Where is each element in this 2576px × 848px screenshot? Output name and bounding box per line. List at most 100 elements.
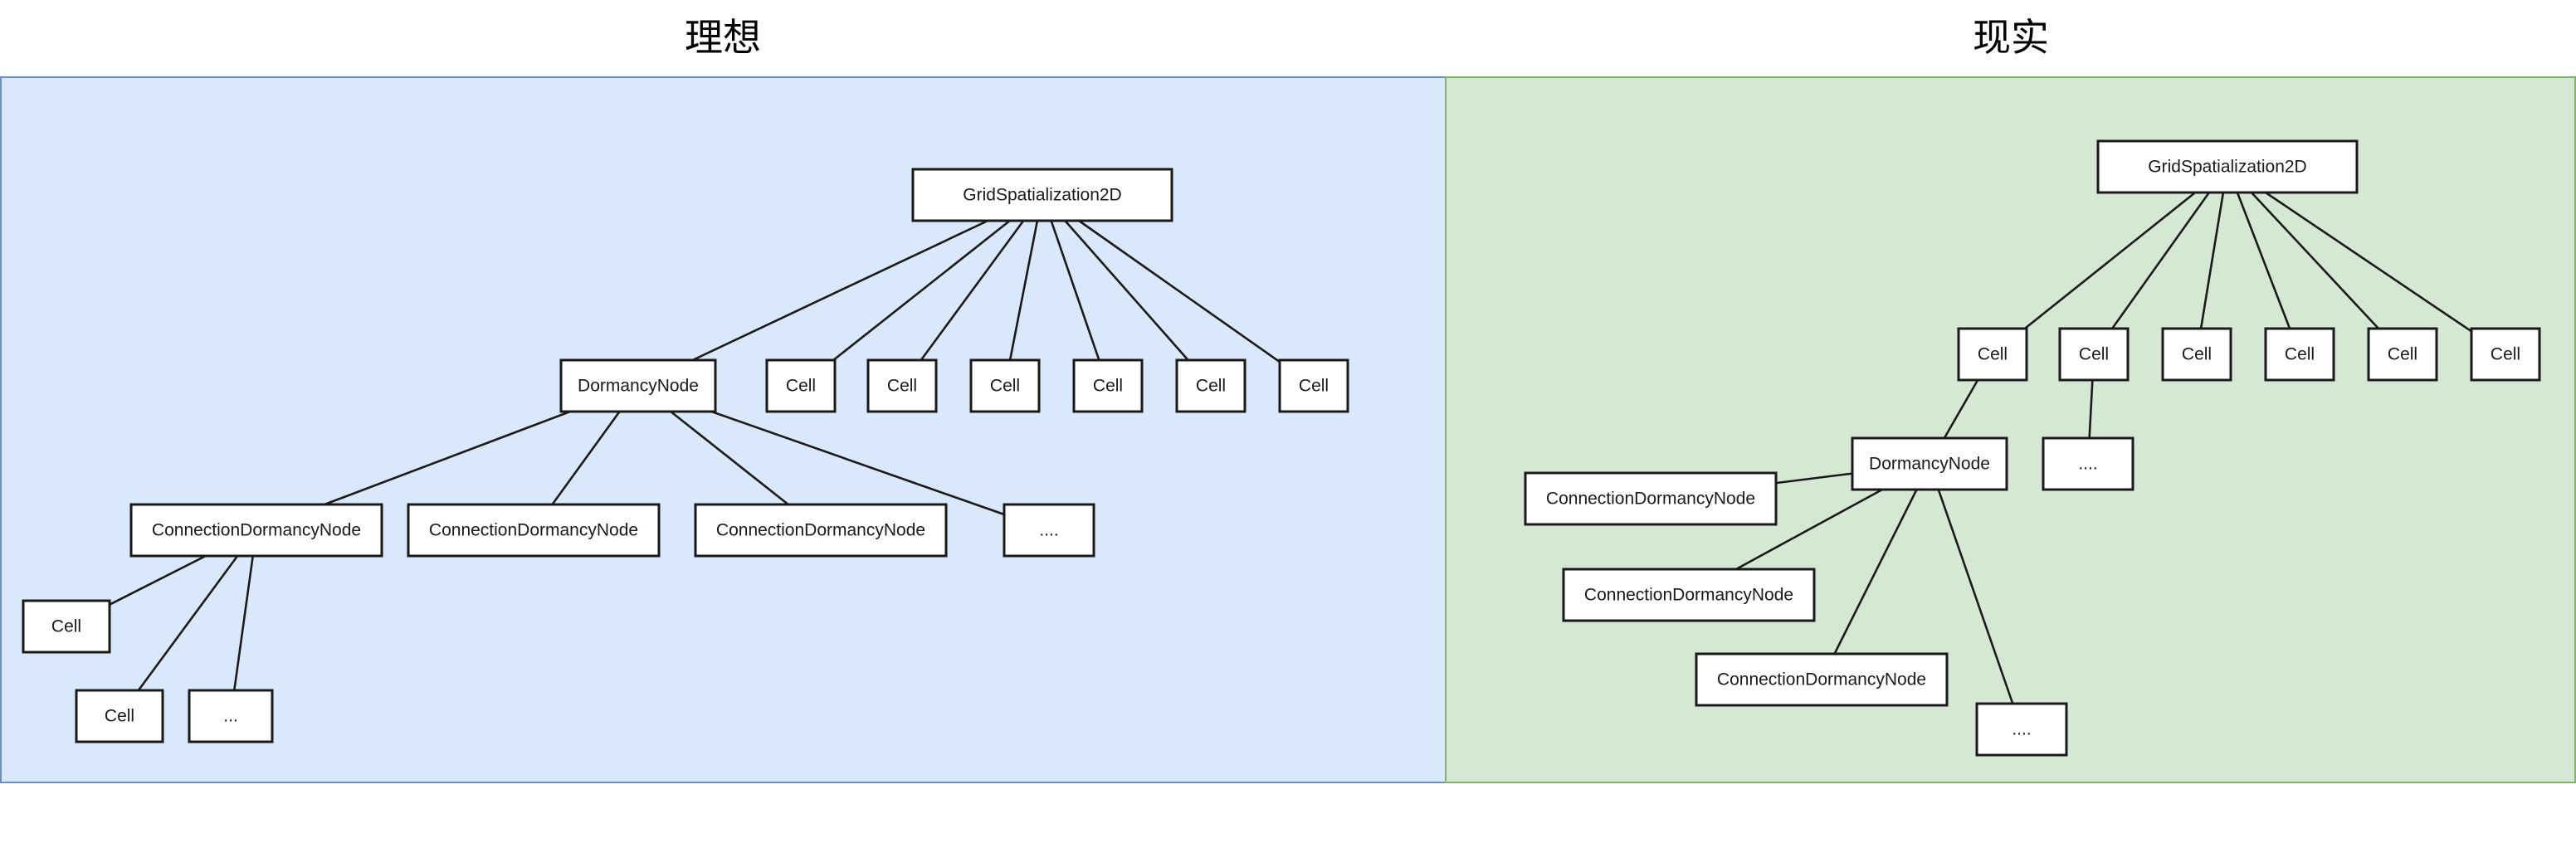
node-r-cdn3[interactable]: ConnectionDormancyNode [1695, 652, 1949, 707]
tree-edge [920, 220, 1025, 361]
node-box[interactable] [22, 599, 111, 654]
tree-edge [551, 411, 621, 505]
node-r-cdn1[interactable]: ConnectionDormancyNode [1524, 471, 1778, 526]
node-label: DormancyNode [578, 377, 699, 396]
node-box[interactable] [1278, 358, 1349, 413]
node-label: ConnectionDormancyNode [1584, 586, 1793, 605]
node-box[interactable] [1562, 568, 1816, 622]
node-box[interactable] [969, 358, 1041, 413]
tree-edge [324, 410, 571, 506]
node-box[interactable] [911, 168, 1173, 222]
tree-edge [1833, 489, 1918, 655]
node-box[interactable] [1851, 436, 2008, 491]
node-box[interactable] [2096, 139, 2359, 194]
tree-edge [2111, 192, 2210, 329]
node-box[interactable] [559, 358, 717, 413]
node-l-cdn3[interactable]: ConnectionDormancyNode [694, 503, 948, 558]
node-box[interactable] [1175, 358, 1247, 413]
node-box[interactable] [2042, 436, 2134, 491]
node-box[interactable] [2367, 327, 2438, 382]
node-label: Cell [1093, 377, 1123, 396]
left-panel-title: 理想 [685, 15, 761, 60]
node-r-c2[interactable]: Cell [2058, 327, 2130, 382]
node-label: ConnectionDormancyNode [716, 521, 925, 540]
node-label: DormancyNode [1869, 455, 1990, 474]
node-l-dn[interactable]: DormancyNode [559, 358, 717, 413]
node-box[interactable] [1695, 652, 1949, 707]
node-r-dots2[interactable]: .... [1975, 702, 2068, 757]
node-r-root[interactable]: GridSpatialization2D [2096, 139, 2359, 194]
tree-edge [692, 219, 988, 362]
node-l-cc2[interactable]: Cell [75, 689, 164, 743]
tree-edge [1008, 220, 1039, 361]
node-r-c1[interactable]: Cell [1957, 327, 2028, 382]
node-label: Cell [786, 377, 816, 396]
node-box[interactable] [2058, 327, 2130, 382]
node-label: ConnectionDormancyNode [1546, 490, 1755, 509]
node-label: Cell [105, 707, 134, 726]
node-label: Cell [1196, 377, 1226, 396]
node-label: .... [1039, 521, 1058, 540]
right-panel-background [1445, 76, 2576, 783]
tree-edge [2250, 192, 2380, 329]
node-l-c6[interactable]: Cell [1278, 358, 1349, 413]
node-l-cdn2[interactable]: ConnectionDormancyNode [407, 503, 661, 558]
node-box[interactable] [765, 358, 837, 413]
node-r-c3[interactable]: Cell [2161, 327, 2232, 382]
node-label: Cell [51, 617, 81, 636]
node-r-c6[interactable]: Cell [2470, 327, 2541, 382]
node-r-cdn2[interactable]: ConnectionDormancyNode [1562, 568, 1816, 622]
node-box[interactable] [75, 689, 164, 743]
node-r-c5[interactable]: Cell [2367, 327, 2438, 382]
node-box[interactable] [129, 503, 383, 558]
node-l-cdn1[interactable]: ConnectionDormancyNode [129, 503, 383, 558]
node-l-c5[interactable]: Cell [1175, 358, 1247, 413]
node-box[interactable] [188, 689, 274, 743]
node-label: Cell [2388, 345, 2417, 364]
node-label: Cell [1299, 377, 1329, 396]
node-l-c1[interactable]: Cell [765, 358, 837, 413]
node-box[interactable] [2470, 327, 2541, 382]
node-box[interactable] [1072, 358, 1144, 413]
node-l-c3[interactable]: Cell [969, 358, 1041, 413]
node-box[interactable] [1524, 471, 1778, 526]
node-box[interactable] [1975, 702, 2068, 757]
node-label: Cell [2079, 345, 2109, 364]
node-box[interactable] [407, 503, 661, 558]
tree-edge [1064, 220, 1189, 361]
node-r-dots1[interactable]: .... [2042, 436, 2134, 491]
node-l-c2[interactable]: Cell [866, 358, 938, 413]
node-r-dn[interactable]: DormancyNode [1851, 436, 2008, 491]
node-label: Cell [1978, 345, 2008, 364]
node-l-cc1[interactable]: Cell [22, 599, 111, 654]
node-box[interactable] [866, 358, 938, 413]
node-box[interactable] [694, 503, 948, 558]
edge-layer [109, 191, 2472, 704]
node-box[interactable] [2264, 327, 2335, 382]
node-r-c4[interactable]: Cell [2264, 327, 2335, 382]
tree-edge [2088, 379, 2094, 439]
tree-edge [137, 555, 239, 691]
node-label: .... [2078, 455, 2097, 474]
tree-edge [2265, 191, 2472, 333]
node-l-c4[interactable]: Cell [1072, 358, 1144, 413]
node-label: Cell [2491, 345, 2520, 364]
node-label: Cell [990, 377, 1020, 396]
node-box[interactable] [1003, 503, 1095, 558]
tree-edge [832, 219, 1011, 362]
tree-edge [1078, 219, 1281, 363]
tree-edge [1943, 379, 1979, 439]
node-box[interactable] [2161, 327, 2232, 382]
node-label: Cell [2285, 345, 2315, 364]
node-l-dots2[interactable]: ... [188, 689, 274, 743]
tree-edge [109, 554, 207, 606]
node-l-root[interactable]: GridSpatialization2D [911, 168, 1173, 222]
tree-edge [2024, 191, 2196, 330]
node-l-dots1[interactable]: .... [1003, 503, 1095, 558]
node-box[interactable] [1957, 327, 2028, 382]
tree-edge [1050, 220, 1100, 361]
right-panel-title: 现实 [1973, 15, 2049, 60]
